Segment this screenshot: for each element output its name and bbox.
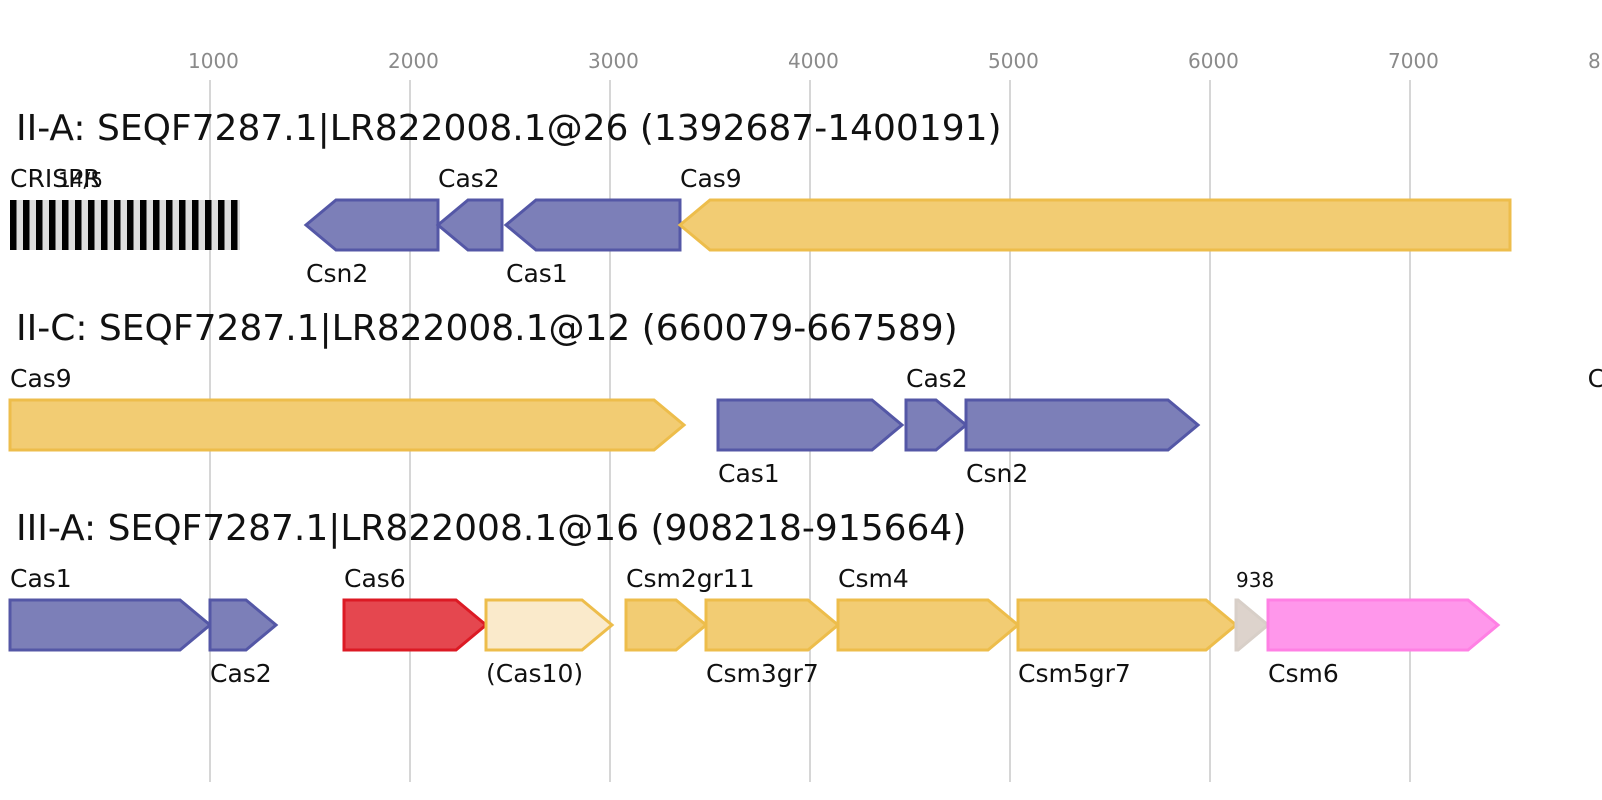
gene-cas9: Cas9 <box>8 364 687 452</box>
gene-cas2: Cas2 <box>435 164 504 252</box>
gene-arrow <box>8 598 213 652</box>
crispr-repeat <box>36 200 43 250</box>
crispr-repeat <box>231 200 238 250</box>
gene-arrow <box>503 198 682 252</box>
locus-title: II-C: SEQF7287.1|LR822008.1@12 (660079-6… <box>16 308 958 349</box>
gene-cas10: (Cas10) <box>484 598 615 688</box>
gene-label: Cas2 <box>210 659 272 688</box>
crispr-repeat <box>88 200 95 250</box>
gene-label: (Cas10) <box>486 659 583 688</box>
gene-label: Cas1 <box>506 259 568 288</box>
gene-arrow <box>1266 598 1501 652</box>
crispr-repeat <box>218 200 225 250</box>
crispr-repeat <box>179 200 186 250</box>
crispr-repeat <box>23 200 30 250</box>
gene-arrow <box>677 198 1512 252</box>
gene-csn2: Csn2 <box>964 398 1201 488</box>
gene-label: Csm2gr11 <box>626 564 755 593</box>
gene-label: Csm6 <box>1268 659 1339 688</box>
gene-cas2: Cas2 <box>904 364 969 452</box>
gene-arrow <box>716 398 905 452</box>
locus-tracks: II-A: SEQF7287.1|LR822008.1@26 (1392687-… <box>8 108 1602 688</box>
crispr-repeat <box>114 200 121 250</box>
gene-arrow <box>484 598 615 652</box>
axis-tick-label: 2000 <box>388 49 439 73</box>
gene-cas6: Cas6 <box>342 564 489 652</box>
gene-arrow <box>836 598 1021 652</box>
gene-label: Cas6 <box>344 564 406 593</box>
gene-csm3gr7: Csm3gr7 <box>704 598 841 688</box>
crispr-spacer-count: 14/5 <box>58 168 103 192</box>
crispr-repeat <box>75 200 82 250</box>
gene-label: Csn2 <box>306 259 368 288</box>
gene-csn2: Csn2 <box>303 198 440 288</box>
axis-tick-label: 8000 <box>1588 49 1602 73</box>
gene-arrow <box>8 398 687 452</box>
crispr-array: CRISPR: II-C <box>1588 364 1602 393</box>
crispr-label: CRISPR: II-C <box>1588 364 1602 393</box>
axis-tick-label: 3000 <box>588 49 639 73</box>
gene-label: Cas1 <box>10 564 72 593</box>
crispr-repeat <box>127 200 134 250</box>
crispr-label: CRISPR <box>10 164 101 193</box>
gene-938: 938 <box>1234 568 1274 652</box>
gene-label: Csm3gr7 <box>706 659 819 688</box>
locus-title: III-A: SEQF7287.1|LR822008.1@16 (908218-… <box>16 508 966 549</box>
locus-title: II-A: SEQF7287.1|LR822008.1@26 (1392687-… <box>16 108 1002 149</box>
gene-label: Cas9 <box>10 364 72 393</box>
gene-csm4: Csm4 <box>836 564 1021 652</box>
gene-cas1: Cas1 <box>503 198 682 288</box>
axis-tick-label: 1000 <box>188 49 239 73</box>
gene-arrow <box>624 598 709 652</box>
gene-cas1: Cas1 <box>8 564 213 652</box>
axis-tick-label: 7000 <box>1388 49 1439 73</box>
crispr-repeat <box>205 200 212 250</box>
gene-label: Csn2 <box>966 459 1028 488</box>
coordinate-axis: 1000 2000 3000 4000 5000 6000 7000 8000 <box>188 49 1602 73</box>
axis-tick-label: 6000 <box>1188 49 1239 73</box>
crispr-repeat <box>140 200 147 250</box>
crispr-repeat <box>62 200 69 250</box>
locus-track: II-C: SEQF7287.1|LR822008.1@12 (660079-6… <box>8 308 1602 488</box>
crispr-repeat <box>192 200 199 250</box>
axis-tick-label: 4000 <box>788 49 839 73</box>
gene-csm6: Csm6 <box>1266 598 1501 688</box>
gene-arrow <box>704 598 841 652</box>
gene-csm5gr7: Csm5gr7 <box>1016 598 1239 688</box>
crispr-repeat <box>153 200 160 250</box>
gene-arrow <box>904 398 969 452</box>
gene-cas9: Cas9 <box>677 164 1512 252</box>
gene-arrow <box>1234 598 1271 652</box>
gene-cas1: Cas1 <box>716 398 905 488</box>
gene-label: Cas2 <box>906 364 968 393</box>
gene-arrow <box>964 398 1201 452</box>
axis-tick-label: 5000 <box>988 49 1039 73</box>
crispr-repeat <box>10 200 17 250</box>
gene-label: Csm5gr7 <box>1018 659 1131 688</box>
crispr-repeat <box>49 200 56 250</box>
crispr-array-background <box>10 200 240 250</box>
gene-csm2gr11: Csm2gr11 <box>624 564 755 652</box>
gene-label: Cas1 <box>718 459 780 488</box>
gene-arrow <box>1016 598 1239 652</box>
gene-label: 938 <box>1236 568 1274 592</box>
crispr-repeat <box>166 200 173 250</box>
gene-arrow <box>435 198 504 252</box>
gene-arrow <box>342 598 489 652</box>
locus-track: II-A: SEQF7287.1|LR822008.1@26 (1392687-… <box>10 108 1512 288</box>
gene-label: Cas2 <box>438 164 500 193</box>
locus-track: III-A: SEQF7287.1|LR822008.1@16 (908218-… <box>8 508 1501 688</box>
gene-cas2: Cas2 <box>208 598 279 688</box>
gene-label: Cas9 <box>680 164 742 193</box>
crispr-repeat <box>101 200 108 250</box>
gene-label: Csm4 <box>838 564 909 593</box>
gene-arrow <box>208 598 279 652</box>
gene-arrow <box>303 198 440 252</box>
